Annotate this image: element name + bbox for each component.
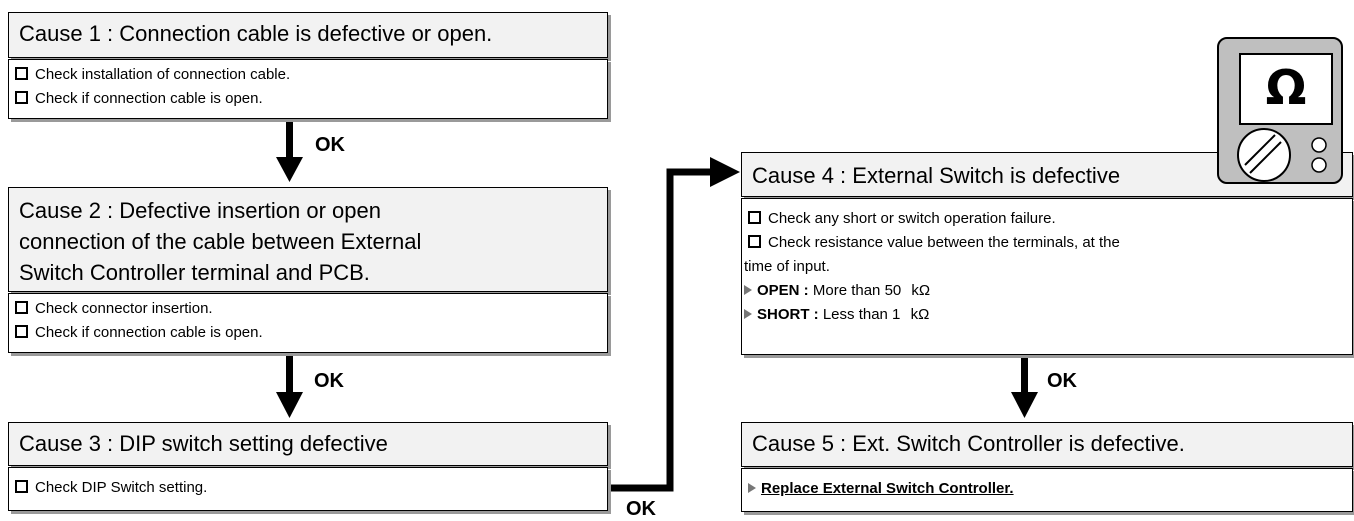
checkbox-icon [748, 211, 761, 224]
cause3-body: Check DIP Switch setting. [8, 467, 608, 511]
arrow-4-to-5 [1011, 358, 1038, 418]
checkbox-icon [748, 235, 761, 248]
cause4-title: Cause 4 : External Switch is defective [752, 163, 1121, 188]
cause1-body: Check installation of connection cable. … [8, 59, 608, 119]
cause2-item-2: Check if connection cable is open. [15, 321, 607, 345]
arrow-1-to-2 [276, 119, 303, 182]
triangle-bullet-icon [744, 285, 752, 295]
cause4-item-2: Check resistance value between the termi… [748, 231, 1352, 255]
cause1-title: Cause 1 : Connection cable is defective … [19, 21, 493, 46]
kilo-ohm-unit: kΩ [910, 306, 930, 323]
multimeter-dial [1237, 128, 1327, 182]
arrow-3-to-4 [610, 157, 740, 492]
checkbox-icon [15, 67, 28, 80]
ok-label-1: OK [315, 134, 345, 156]
cause4-open-row: OPEN : More than 50 kΩ [744, 279, 1352, 303]
cause5-body: Replace External Switch Controller. [741, 468, 1353, 512]
arrow-2-to-3 [276, 354, 303, 418]
cause5-title: Cause 5 : Ext. Switch Controller is defe… [752, 431, 1185, 456]
triangle-bullet-icon [748, 483, 756, 493]
cause2-body: Check connector insertion. Check if conn… [8, 293, 608, 353]
checkbox-icon [15, 325, 28, 338]
cause4-short-row: SHORT : Less than 1 kΩ [744, 303, 1352, 327]
cause2-title-line-1: Cause 2 : Defective insertion or open [19, 198, 381, 223]
cause3-item-1: Check DIP Switch setting. [15, 476, 607, 500]
cause5-header: Cause 5 : Ext. Switch Controller is defe… [741, 422, 1353, 467]
checkbox-icon [15, 91, 28, 104]
cause3-title: Cause 3 : DIP switch setting defective [19, 431, 388, 456]
cause5-action: Replace External Switch Controller. [748, 477, 1352, 501]
cause2-item-1: Check connector insertion. [15, 297, 607, 321]
checkbox-icon [15, 480, 28, 493]
triangle-bullet-icon [744, 309, 752, 319]
cause2-header: Cause 2 : Defective insertion or open co… [8, 187, 608, 292]
cause1-header: Cause 1 : Connection cable is defective … [8, 12, 608, 58]
ok-label-3: OK [626, 498, 656, 520]
multimeter-icon: Ω [1217, 37, 1343, 184]
cause4-item-2-cont: time of input. [744, 258, 830, 275]
cause2-title-line-2: connection of the cable between External [19, 229, 422, 254]
multimeter-display: Ω [1239, 53, 1333, 125]
cause1-item-1: Check installation of connection cable. [15, 63, 607, 87]
cause1-item-2: Check if connection cable is open. [15, 87, 607, 111]
cause4-item-1: Check any short or switch operation fail… [748, 207, 1352, 231]
ohm-symbol: Ω [1265, 60, 1307, 116]
ok-label-2: OK [314, 370, 344, 392]
cause2-title-line-3: Switch Controller terminal and PCB. [19, 260, 370, 285]
cause4-body: Check any short or switch operation fail… [741, 198, 1353, 355]
ok-label-4: OK [1047, 370, 1077, 392]
checkbox-icon [15, 301, 28, 314]
kilo-ohm-unit: kΩ [911, 282, 931, 299]
cause3-header: Cause 3 : DIP switch setting defective [8, 422, 608, 466]
